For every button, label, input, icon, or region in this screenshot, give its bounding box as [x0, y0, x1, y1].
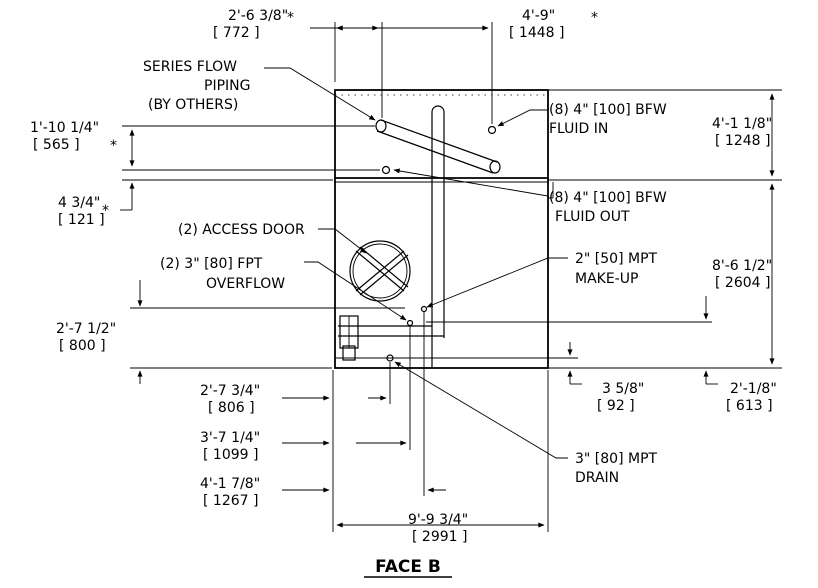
- callout-series-flow-3: (BY OTHERS): [148, 97, 238, 113]
- dim-bottom-e-mm: [ 613 ]: [726, 398, 773, 414]
- dim-bottom-b-ft: 3'-7 1/4": [200, 430, 260, 446]
- series-flow-pipe: [375, 119, 501, 174]
- dim-left-c-ft: 2'-7 1/2": [56, 321, 116, 337]
- dim-bottom-d-ft: 3 5/8": [602, 381, 644, 397]
- top-dimension-lines: [310, 22, 493, 124]
- callout-fluid-out-1: (8) 4" [100] BFW: [549, 190, 667, 206]
- callout-overflow-1: (2) 3" [80] FPT: [160, 256, 263, 272]
- callout-makeup-2: MAKE-UP: [575, 271, 638, 287]
- access-door: [349, 240, 411, 302]
- callout-series-flow-2: PIPING: [204, 78, 250, 94]
- dim-bottom-c-ft: 4'-1 7/8": [200, 476, 260, 492]
- callout-fluid-in-2: FLUID IN: [549, 121, 608, 137]
- drain-connection: [386, 354, 394, 362]
- overflow-connection: [406, 319, 414, 327]
- dim-right-b-mm: [ 2604 ]: [715, 275, 770, 291]
- dim-left-a-ft: 1'-10 1/4": [30, 120, 99, 136]
- callout-leaders: [264, 67, 568, 459]
- dim-left-b-mm: [ 121 ]: [58, 212, 105, 228]
- left-dimension-lines: [120, 125, 405, 384]
- fluid-out-connection: [381, 165, 391, 175]
- dim-bottom-d-mm: [ 92 ]: [597, 398, 635, 414]
- makeup-connection: [420, 305, 428, 313]
- dim-left-c-mm: [ 800 ]: [59, 338, 106, 354]
- dim-left-a-mm: [ 565 ]: [33, 137, 80, 153]
- callout-drain-2: DRAIN: [575, 470, 619, 486]
- dim-right-a-ft: 4'-1 1/8": [712, 116, 772, 132]
- dim-top-right-mm: [ 1448 ]: [509, 25, 564, 41]
- drawing-title: FACE B: [375, 557, 441, 577]
- dim-left-b-ft: 4 3/4": [58, 195, 100, 211]
- callout-fluid-out-2: FLUID OUT: [555, 209, 630, 225]
- right-dimension-lines: [395, 89, 782, 385]
- dim-bottom-a-mm: [ 806 ]: [208, 400, 255, 416]
- asterisk-3: *: [110, 138, 117, 154]
- dim-width-mm: [ 2991 ]: [412, 529, 467, 545]
- dim-bottom-c-mm: [ 1267 ]: [203, 493, 258, 509]
- callout-series-flow-1: SERIES FLOW: [143, 59, 237, 75]
- vertical-pipe: [338, 105, 445, 368]
- dim-bottom-e-ft: 2'-1/8": [730, 381, 777, 397]
- asterisk-4: *: [102, 203, 109, 219]
- pump-assembly: [339, 315, 359, 361]
- dim-width-ft: 9'-9 3/4": [408, 512, 468, 528]
- callout-fluid-in-1: (8) 4" [100] BFW: [549, 102, 667, 118]
- callout-access-door: (2) ACCESS DOOR: [178, 222, 305, 238]
- callout-overflow-2: OVERFLOW: [206, 276, 285, 292]
- asterisk-2: *: [591, 10, 598, 26]
- asterisk-1: *: [287, 10, 294, 26]
- dim-bottom-b-mm: [ 1099 ]: [203, 447, 258, 463]
- callout-makeup-1: 2" [50] MPT: [575, 251, 658, 267]
- fluid-in-connection: [487, 125, 497, 135]
- dim-top-left-ft: 2'-6 3/8": [228, 8, 288, 24]
- bottom-dimension-lines: [282, 312, 549, 532]
- dim-top-right-ft: 4'-9": [522, 8, 555, 24]
- dim-right-a-mm: [ 1248 ]: [715, 133, 770, 149]
- dim-right-b-ft: 8'-6 1/2": [712, 258, 772, 274]
- dim-bottom-a-ft: 2'-7 3/4": [200, 383, 260, 399]
- callout-drain-1: 3" [80] MPT: [575, 451, 658, 467]
- dim-top-left-mm: [ 772 ]: [213, 25, 260, 41]
